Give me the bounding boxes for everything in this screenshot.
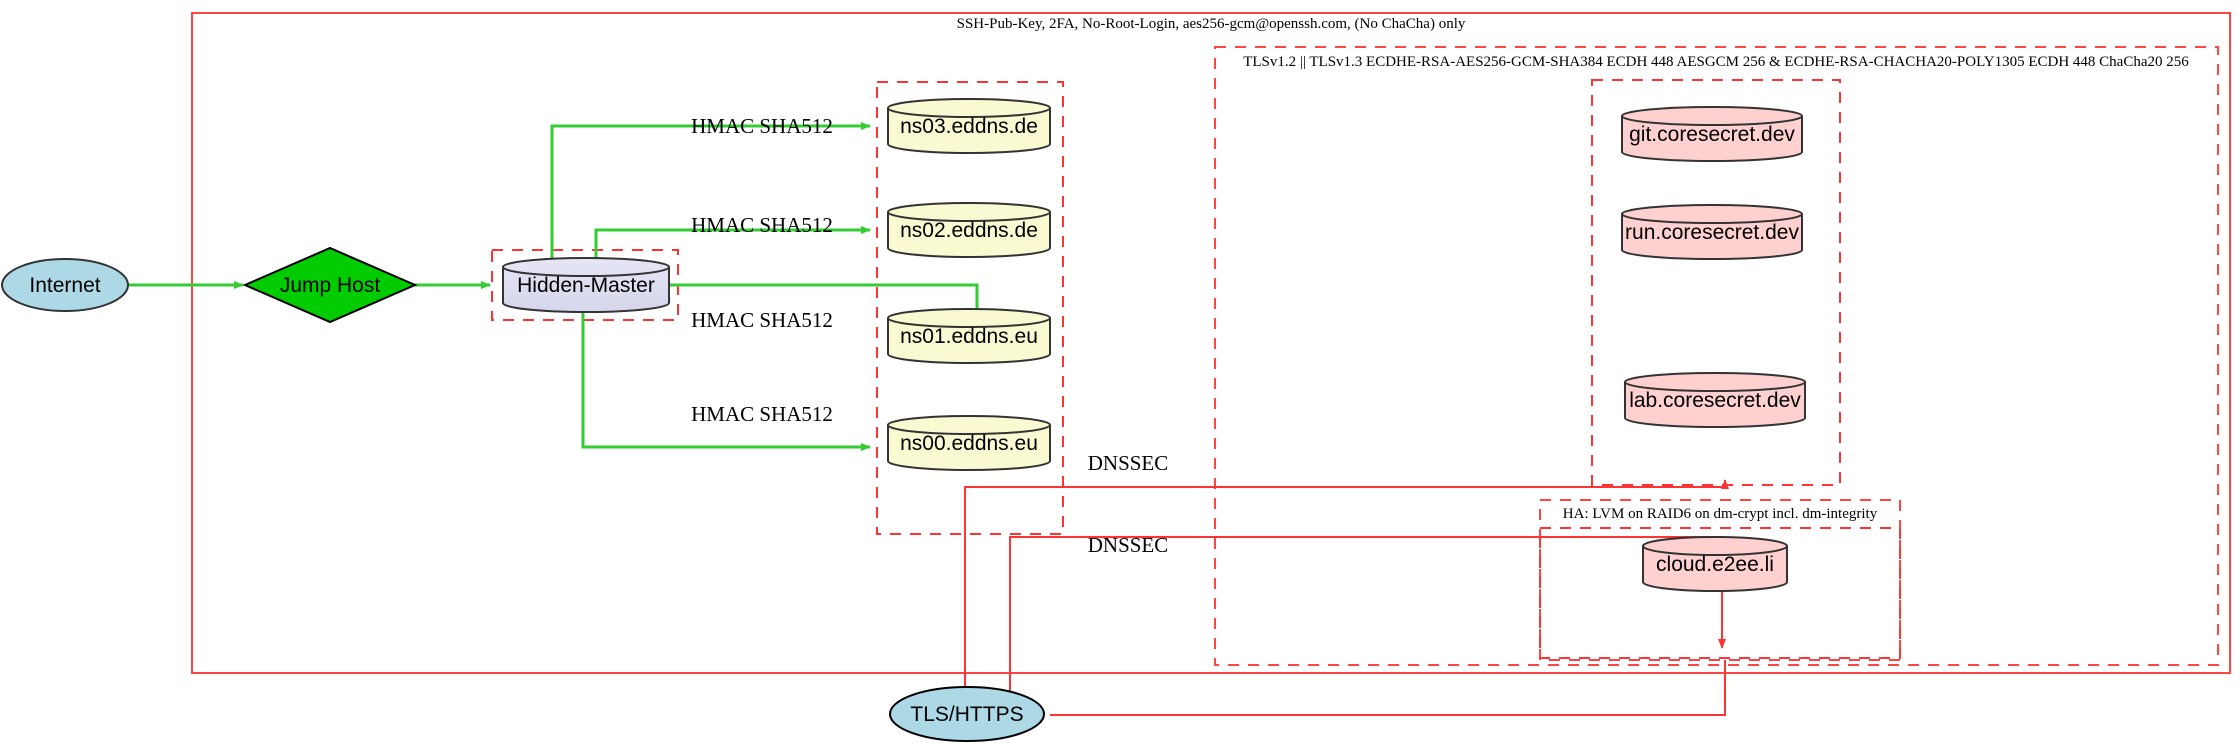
edge-tls-coresecret [964,479,1729,700]
node-hidden-master[interactable]: Hidden-Master [502,257,670,313]
ns00-shape [887,415,1051,471]
cloud-e2ee-cap [1642,545,1788,556]
ns02-shape [887,202,1051,258]
ns00-label: ns00.eddns.eu [900,432,1038,455]
edge-tls-boundary [1050,660,1726,716]
cloud-e2ee-label: cloud.e2ee.li [1656,553,1774,576]
ns03-label: ns03.eddns.de [900,115,1038,138]
tls-https-shape [889,686,1045,742]
internet-shape [1,258,129,312]
ns02-cap [887,211,1051,222]
tls-boundary-rect [1214,46,2219,666]
node-git-coresecret[interactable]: git.coresecret.dev [1621,106,1803,162]
lab-coresecret-shape [1624,372,1806,428]
ha-boundary-label: HA: LVM on RAID6 on dm-crypt incl. dm-in… [1563,506,1878,522]
ns03-shape [887,98,1051,154]
cloud-cluster-rect [1539,527,1901,659]
node-ns00[interactable]: ns00.eddns.eu [887,415,1051,471]
edge-label-hmac-ns00: HMAC SHA512 [691,402,833,426]
node-run-coresecret[interactable]: run.coresecret.dev [1621,204,1803,260]
node-ns03[interactable]: ns03.eddns.de [887,98,1051,154]
edge-label-hmac-ns03: HMAC SHA512 [691,114,833,138]
coresecret-cluster-rect [1591,79,1841,486]
jump-host-shape [242,246,418,324]
jump-host-label: Jump Host [280,274,381,297]
ns01-shape [887,308,1051,364]
ns01-cap [887,317,1051,328]
edge-tls-cloud [1009,536,1726,700]
ns01-label: ns01.eddns.eu [900,325,1038,348]
ns02-label: ns02.eddns.de [900,219,1038,242]
node-ns02[interactable]: ns02.eddns.de [887,202,1051,258]
ns03-cap [887,107,1051,118]
node-lab-coresecret[interactable]: lab.coresecret.dev [1624,372,1806,428]
edge-label-dnssec-coresecret: DNSSEC [1088,451,1169,475]
node-cloud-e2ee[interactable]: cloud.e2ee.li [1642,536,1788,592]
ssh-boundary-label: SSH-Pub-Key, 2FA, No-Root-Login, aes256-… [957,16,1466,32]
node-tls-https[interactable]: TLS/HTTPS [889,686,1045,742]
git-coresecret-shape [1621,106,1803,162]
edge-label-hmac-ns02: HMAC SHA512 [691,213,833,237]
hidden-master-shape [502,257,670,313]
lab-coresecret-label: lab.coresecret.dev [1629,389,1801,412]
cloud-e2ee-shape [1642,536,1788,592]
run-coresecret-cap [1621,213,1803,224]
ns-cluster-rect [876,81,1064,535]
edge-label-hmac-ns01: HMAC SHA512 [691,308,833,332]
ssh-boundary-rect [191,12,2231,674]
tls-boundary-label: TLSv1.2 || TLSv1.3 ECDHE-RSA-AES256-GCM-… [1243,54,2189,70]
tls-https-label: TLS/HTTPS [910,703,1023,726]
node-jump-host[interactable]: Jump Host [242,246,418,324]
lab-coresecret-cap [1624,381,1806,392]
hidden-master-cap [502,266,670,277]
internet-label: Internet [29,274,100,297]
run-coresecret-label: run.coresecret.dev [1625,221,1799,244]
node-internet[interactable]: Internet [1,258,129,312]
ns00-cap [887,424,1051,435]
git-coresecret-label: git.coresecret.dev [1629,123,1795,146]
edge-master-ns01 [670,283,981,319]
edge-master-ns00 [581,312,871,451]
node-ns01[interactable]: ns01.eddns.eu [887,308,1051,364]
edge-master-ns02 [594,226,871,258]
edge-master-ns03 [550,122,871,258]
edge-label-dnssec-cloud: DNSSEC [1088,533,1169,557]
git-coresecret-cap [1621,115,1803,126]
run-coresecret-shape [1621,204,1803,260]
hidden-master-label: Hidden-Master [517,274,655,297]
